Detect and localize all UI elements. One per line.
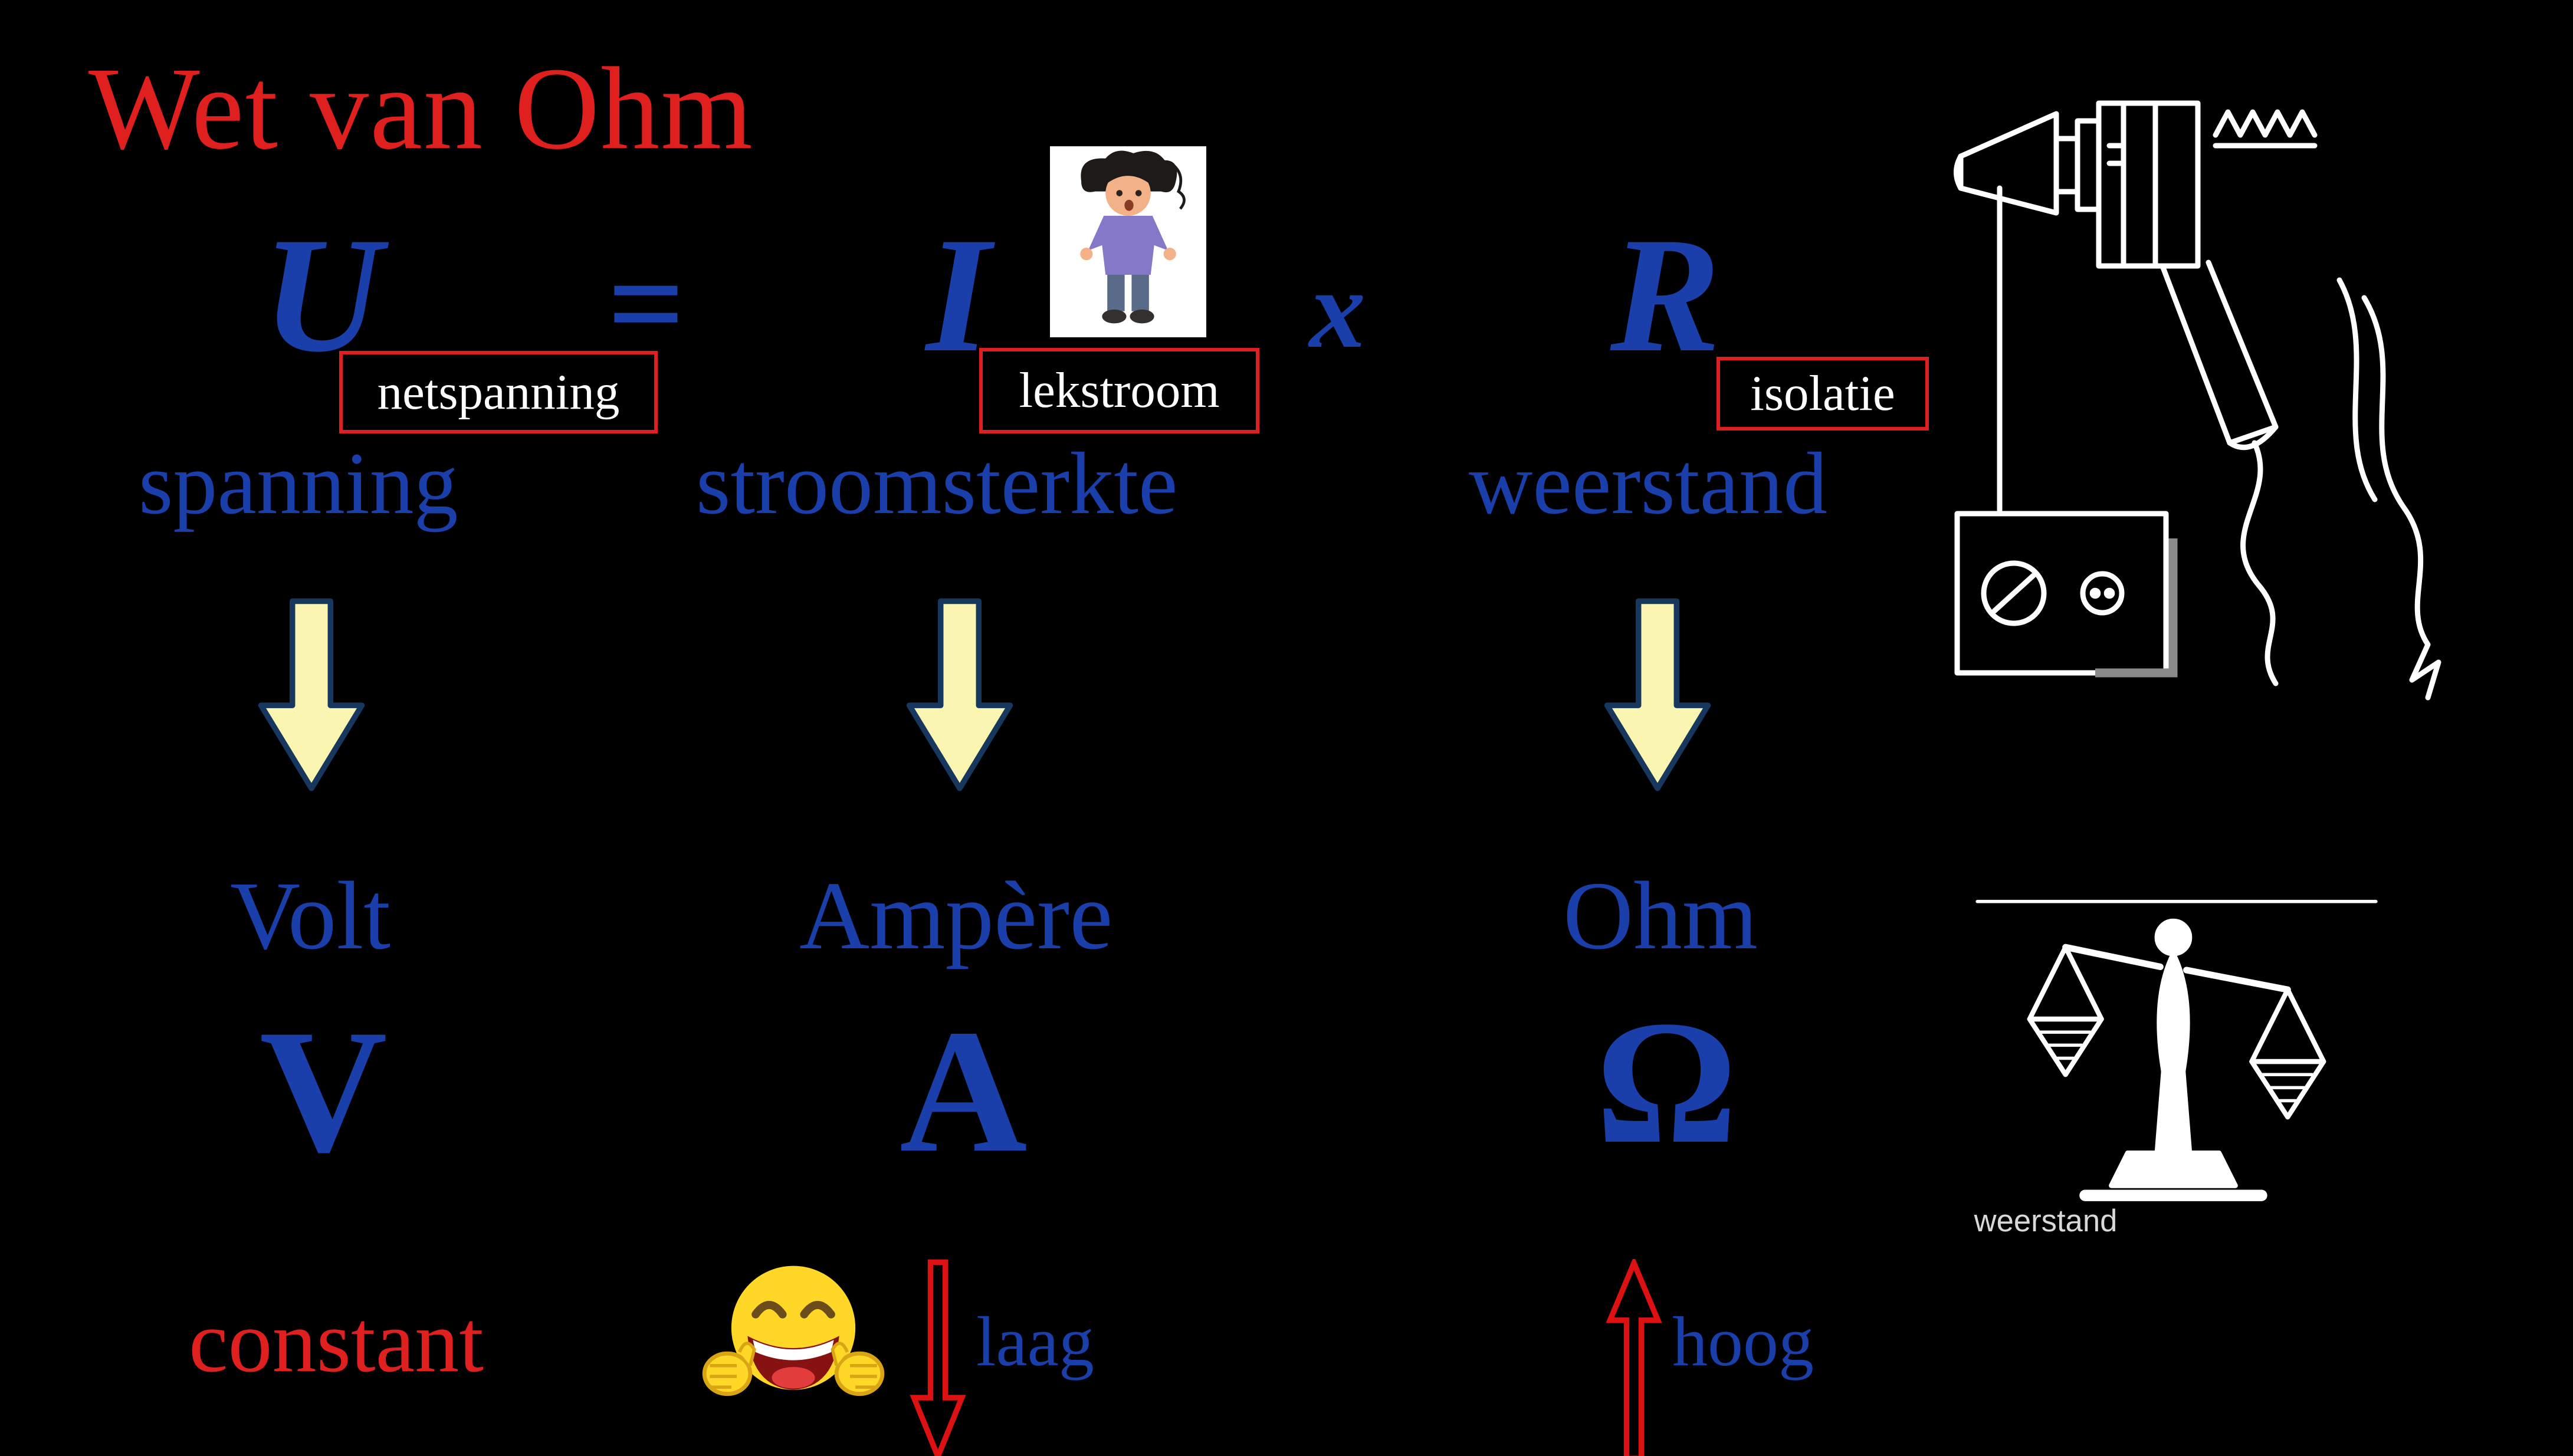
tag-netspanning-box: netspanning [339,351,658,433]
symbol-ampere: A [900,993,1028,1189]
down-arrow-icon [904,596,1016,796]
down-arrow-icon [255,596,367,796]
red-down-arrow-icon [908,1259,967,1456]
note-laag: laag [976,1302,1094,1381]
balance-scale-drawing: weerstand [1964,885,2389,1268]
note-hoog: hoog [1672,1302,1814,1381]
formula-u: U [262,203,382,386]
quantity-stroomsterkte: stroomsterkte [696,435,1178,533]
tag-isolatie-label: isolatie [1750,366,1895,421]
page-title: Wet van Ohm [88,44,754,174]
quantity-weerstand: weerstand [1469,435,1828,533]
shocked-child-image [1050,144,1206,339]
tag-isolatie-box: isolatie [1717,357,1929,430]
tag-lekstroom-box: lekstroom [979,348,1259,433]
note-constant: constant [189,1293,484,1391]
hairdryer-drawing [1947,83,2513,708]
symbol-ohm: Ω [1596,984,1738,1180]
tag-netspanning-label: netspanning [377,364,620,420]
red-up-arrow-icon [1604,1259,1663,1456]
formula-times: x [1310,248,1366,372]
formula-r: R [1610,203,1721,386]
tag-lekstroom-label: lekstroom [1019,363,1220,418]
laughing-emoji-icon [699,1256,888,1421]
unit-ohm: Ohm [1563,862,1758,969]
formula-equals: = [608,228,685,379]
unit-ampere: Ampère [799,862,1113,969]
symbol-volt: V [260,993,388,1189]
down-arrow-icon [1601,596,1714,796]
unit-volt: Volt [230,862,391,969]
quantity-spanning: spanning [139,435,458,533]
balance-label: weerstand [1974,1204,2118,1238]
